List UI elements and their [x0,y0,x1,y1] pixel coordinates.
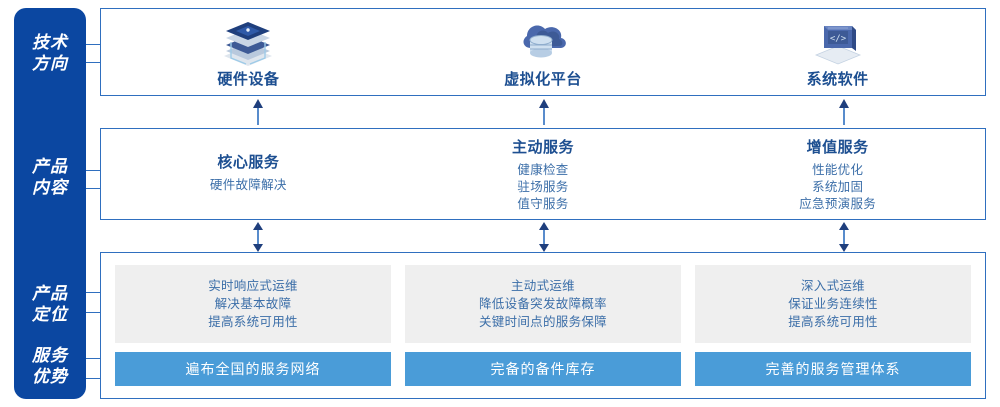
product-content-item: 健康检查 [517,162,569,177]
positioning-box-3[interactable]: 深入式运维 保证业务连续性 提高系统可用性 [695,265,971,343]
technology-label-virtualization: 虚拟化平台 [504,70,582,88]
rail-label-tech-line1: 技术 [32,33,68,52]
arrow-up-software [839,99,849,125]
technology-column-virtualization[interactable]: 虚拟化平台 [396,9,691,95]
server-stack-icon [224,21,273,66]
bottom-column-3: 深入式运维 保证业务连续性 提高系统可用性 完善的服务管理体系 [695,265,971,386]
product-content-item: 值守服务 [517,196,569,211]
rail-label-position-line2: 定位 [32,305,68,324]
technology-column-hardware[interactable]: 硬件设备 [101,9,396,95]
product-content-column-valueadd[interactable]: 增值服务 性能优化 系统加固 应急预演服务 [690,129,985,219]
product-content-item: 性能优化 [812,162,864,177]
connector-tech-bottom [86,62,102,63]
product-content-column-core[interactable]: 核心服务 硬件故障解决 [101,129,396,219]
arrow-双向-column1 [253,222,263,252]
positioning-line: 降低设备突发故障概率 [478,297,607,311]
positioning-line: 解决基本故障 [214,297,292,311]
positioning-line: 提高系统可用性 [208,315,298,329]
arrow-双向-column2 [539,222,549,252]
positioning-box-2[interactable]: 主动式运维 降低设备突发故障概率 关键时间点的服务保障 [405,265,681,343]
positioning-line: 实时响应式运维 [208,279,298,293]
positioning-line: 提高系统可用性 [788,315,878,329]
product-content-item: 系统加固 [812,179,864,194]
advantage-bar-1[interactable]: 遍布全国的服务网络 [115,352,391,386]
connector-content-bottom [86,188,102,189]
product-content-item: 驻场服务 [517,179,569,194]
rail-label-position-line1: 产品 [32,284,68,303]
rail-label-advantage-line2: 优势 [32,367,68,386]
technology-label-hardware: 硬件设备 [217,70,280,88]
product-content-title-proactive: 主动服务 [512,138,575,156]
positioning-line: 关键时间点的服务保障 [478,315,607,329]
bottom-column-2: 主动式运维 降低设备突发故障概率 关键时间点的服务保障 完备的备件库存 [405,265,681,386]
technology-label-software: 系统软件 [806,70,869,88]
positioning-advantage-panel: 实时响应式运维 解决基本故障 提高系统可用性 遍布全国的服务网络 主动式运维 降… [100,252,986,399]
connector-content-top [86,170,102,171]
rail-label-content-line1: 产品 [32,157,68,176]
connector-position-bottom [86,312,102,313]
left-rail: 技术 方向 产品 内容 产品 定位 服务 优势 [14,8,86,399]
positioning-line: 深入式运维 [800,279,865,293]
rail-label-tech-line2: 方向 [32,54,68,73]
product-content-panel: 核心服务 硬件故障解决 主动服务 健康检查 驻场服务 值守服务 增值服务 性能优… [100,128,986,220]
connector-advantage-bottom [86,378,102,379]
rail-label-advantage-line1: 服务 [32,346,68,365]
advantage-bar-2[interactable]: 完备的备件库存 [405,352,681,386]
rail-label-tech: 技术 方向 [14,32,86,74]
arrow-up-virtualization [539,99,549,125]
technology-column-software[interactable]: </> 系统软件 [690,9,985,95]
connector-tech-top [86,44,102,45]
rail-label-content-line2: 内容 [32,178,68,197]
product-content-item: 应急预演服务 [799,196,877,211]
svg-text:</>: </> [830,34,847,44]
product-content-item: 硬件故障解决 [209,177,287,192]
advantage-bar-3[interactable]: 完善的服务管理体系 [695,352,971,386]
rail-label-advantage: 服务 优势 [14,345,86,387]
positioning-box-1[interactable]: 实时响应式运维 解决基本故障 提高系统可用性 [115,265,391,343]
positioning-line: 保证业务连续性 [788,297,878,311]
bottom-column-1: 实时响应式运维 解决基本故障 提高系统可用性 遍布全国的服务网络 [115,265,391,386]
cloud-database-icon [523,24,566,57]
connector-advantage-top [86,358,102,359]
product-content-column-proactive[interactable]: 主动服务 健康检查 驻场服务 值守服务 [396,129,691,219]
positioning-line: 主动式运维 [510,279,575,293]
product-content-title-core: 核心服务 [217,153,280,171]
arrow-双向-column3 [839,222,849,252]
code-laptop-icon: </> [814,25,861,64]
rail-label-content: 产品 内容 [14,156,86,198]
rail-label-position: 产品 定位 [14,283,86,325]
arrow-up-hardware [253,99,263,125]
technology-panel: 硬件设备 虚拟化平台 [100,8,986,96]
product-content-title-valueadd: 增值服务 [806,138,869,156]
connector-position-top [86,292,102,293]
